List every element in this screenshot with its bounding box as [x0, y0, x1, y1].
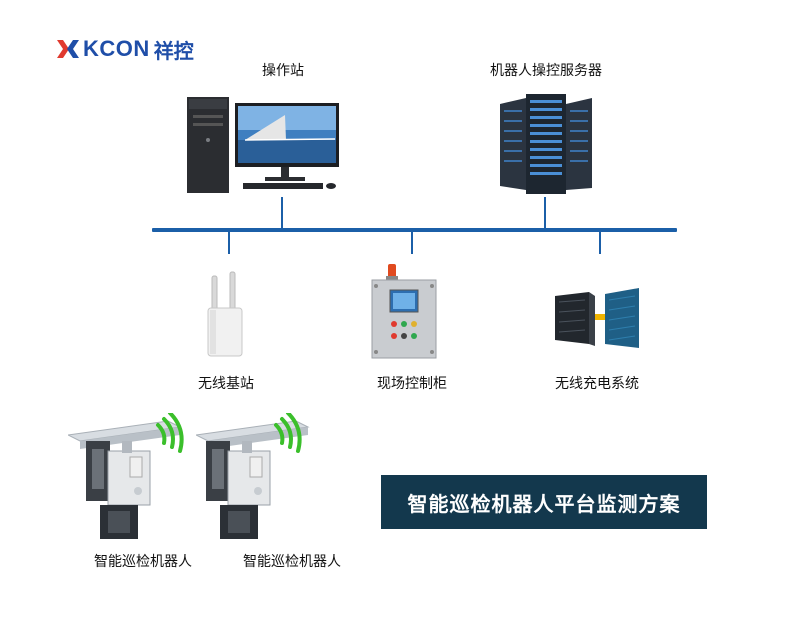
robot-2-label: 智能巡检机器人: [243, 554, 341, 570]
wifi-signal-icon: [274, 413, 302, 453]
desktop-computer-icon: [187, 97, 339, 193]
wifi-signal-icon: [156, 413, 184, 453]
operator-station-label: 操作站: [262, 63, 304, 79]
robot-server-label: 机器人操控服务器: [490, 63, 602, 79]
charging-unit-icon: [555, 288, 639, 348]
inspection-robot-icon: [196, 413, 310, 539]
robot-1-label: 智能巡检机器人: [94, 554, 192, 570]
network-bus: [152, 228, 677, 232]
inspection-robot-icon: [68, 413, 184, 539]
wireless-base-label: 无线基站: [198, 376, 254, 392]
wireless-router-icon: [207, 271, 243, 357]
logo-chinese-text: 祥控: [153, 38, 194, 63]
server-rack-icon: [500, 94, 592, 194]
connector-cabinet: [411, 232, 413, 254]
connector-server: [544, 197, 546, 228]
brand-logo: KCON 祥控: [57, 36, 194, 63]
control-cabinet-icon: [371, 264, 437, 359]
connector-operator: [281, 197, 283, 228]
solution-title-banner: 智能巡检机器人平台监测方案: [381, 475, 707, 529]
wireless-charging-label: 无线充电系统: [555, 376, 639, 392]
logo-latin-text: KCON: [83, 36, 150, 61]
logo-x-icon: [57, 40, 79, 58]
field-cabinet-label: 现场控制柜: [377, 376, 447, 392]
connector-charging: [599, 232, 601, 254]
connector-base: [228, 232, 230, 254]
